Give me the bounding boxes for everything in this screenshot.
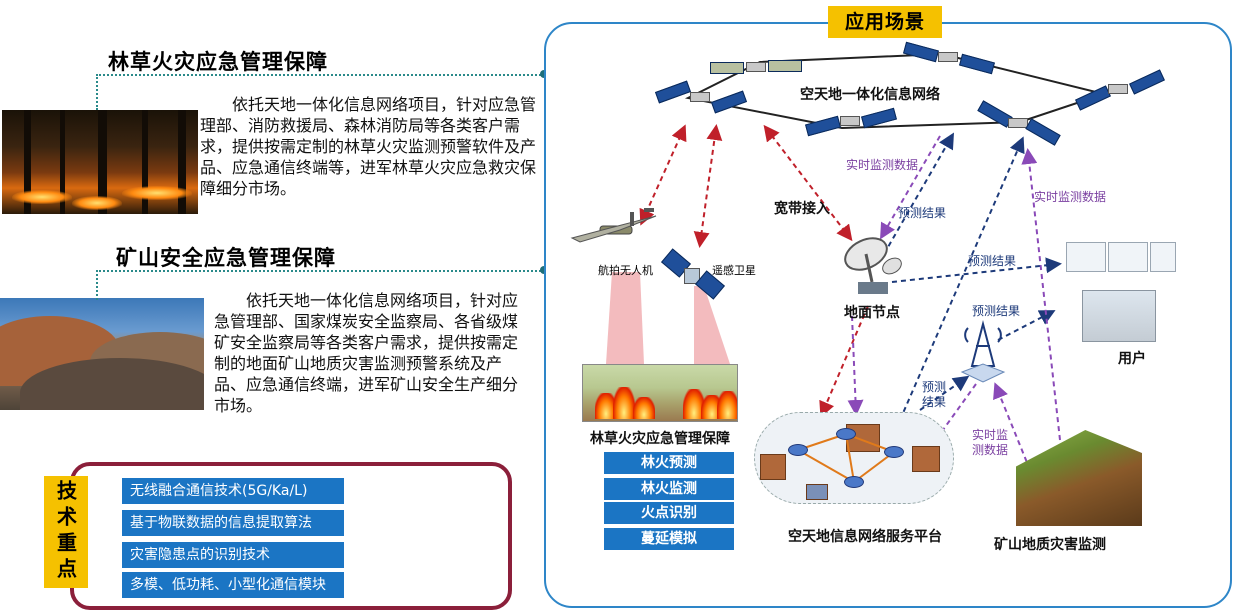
router-icon-1: [788, 444, 808, 456]
platform-network-lines: [797, 433, 895, 483]
predict-label-4: 预测 结果: [922, 380, 947, 409]
uav-label: 航拍无人机: [598, 264, 653, 277]
user-label: 用户: [1118, 351, 1146, 367]
user-building-icon: [1082, 290, 1156, 342]
tech-item-3: 灾害隐患点的识别技术: [122, 542, 344, 568]
forest-title: 林草火灾应急管理保障: [590, 431, 730, 447]
screen-1: [1066, 242, 1106, 272]
panel-tag: 应用场景: [828, 6, 942, 38]
platform-building-4: [806, 484, 828, 500]
ground-node-dish-icon: [844, 237, 902, 294]
connector-line-1: [96, 74, 544, 76]
predict-label-3: 预测结果: [972, 304, 1021, 318]
screen-2: [1108, 242, 1148, 272]
forest-item-4: 蔓延模拟: [604, 528, 734, 550]
platform-building-1: [760, 454, 786, 480]
platform-label: 空天地信息网络服务平台: [788, 529, 942, 545]
section1-text: 依托天地一体化信息网络项目，针对应急管理部、消防救援局、森林消防局等各类客户需求…: [200, 95, 537, 198]
network-label: 空天地一体化信息网络: [800, 87, 940, 103]
tech-item-1: 无线融合通信技术(5G/Ka/L): [122, 478, 344, 504]
mine-monitor-label: 矿山地质灾害监测: [994, 537, 1106, 553]
mine-photo: [0, 298, 204, 410]
router-icon-4: [844, 476, 864, 488]
forest-item-1: 林火预测: [604, 452, 734, 474]
forest-item-3: 火点识别: [604, 502, 734, 524]
predict-label-2: 预测结果: [968, 254, 1017, 268]
connector-line-2-v: [96, 270, 98, 300]
ground-node-label: 地面节点: [844, 305, 900, 321]
section1-title: 林草火灾应急管理保障: [108, 50, 328, 74]
tech-label: 技术重点: [44, 476, 88, 588]
forest-item-2: 林火监测: [604, 478, 734, 500]
rs-satellite-label: 遥感卫星: [712, 264, 756, 277]
predict-label-1: 预测结果: [898, 206, 947, 220]
forest-fire-photo: [2, 110, 198, 214]
tower-icon: [960, 320, 1006, 383]
broadband-label: 宽带接入: [774, 201, 830, 217]
connector-line-2: [96, 270, 544, 272]
router-icon-3: [884, 446, 904, 458]
realtime-label-3: 实时监 测数据: [972, 428, 1009, 457]
router-icon-2: [836, 428, 856, 440]
fire-terrain-image: [582, 364, 738, 422]
screen-3: [1150, 242, 1176, 272]
section2-title: 矿山安全应急管理保障: [116, 246, 336, 270]
uav-icon: [570, 208, 657, 243]
tech-item-2: 基于物联数据的信息提取算法: [122, 510, 344, 536]
realtime-label-2: 实时监测数据: [1034, 190, 1107, 204]
tech-item-4: 多模、低功耗、小型化通信模块: [122, 572, 344, 598]
section2-text: 依托天地一体化信息网络项目，针对应急管理部、国家煤炭安全监察局、各省级煤矿安全监…: [214, 291, 519, 415]
connector-line-1-v: [96, 74, 98, 110]
platform-building-3: [912, 446, 940, 472]
realtime-label-1: 实时监测数据: [846, 158, 919, 172]
